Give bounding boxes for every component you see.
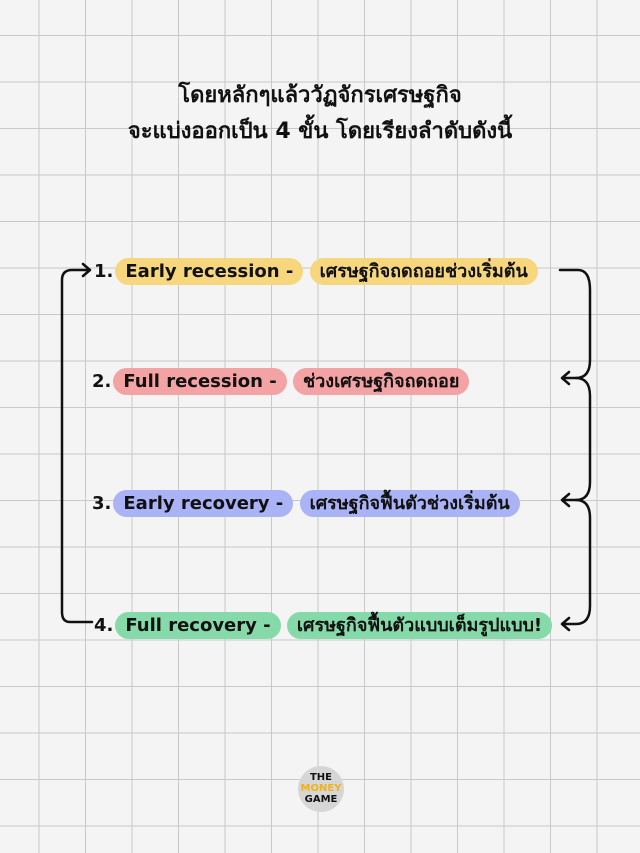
title-line-1: โดยหลักๆแล้ววัฏจักรเศรษฐกิจ (178, 83, 462, 108)
step-label-th: เศรษฐกิจฟื้นตัวแบบเต็มรูปแบบ! (286, 612, 553, 639)
step-label-en: Full recovery - (115, 612, 281, 639)
step-label-th: ช่วงเศรษฐกิจถดถอย (292, 368, 470, 395)
title-line-2: จะแบ่งออกเป็น 4 ขั้น โดยเรียงลำดับดังนี้ (127, 119, 513, 144)
the-money-game-logo: THE MONEY GAME (298, 766, 344, 812)
title: โดยหลักๆแล้ววัฏจักรเศรษฐกิจ จะแบ่งออกเป็… (0, 78, 640, 150)
brace-arrow-2 (560, 376, 592, 508)
step-label-en: Full recession - (113, 368, 287, 395)
step-early-recession: 1.Early recession - เศรษฐกิจถดถอยช่วงเริ… (94, 256, 538, 285)
loop-arrow-left (60, 262, 94, 624)
step-label-en: Early recovery - (113, 490, 294, 517)
step-label-th: เศรษฐกิจฟื้นตัวช่วงเริ่มต้น (299, 490, 520, 517)
brace-arrow-3 (560, 498, 592, 632)
step-label-en: Early recession - (115, 258, 304, 285)
brace-arrow-1 (558, 268, 592, 386)
step-full-recovery: 4.Full recovery - เศรษฐกิจฟื้นตัวแบบเต็ม… (94, 610, 553, 639)
step-full-recession: 2.Full recession - ช่วงเศรษฐกิจถดถอย (92, 366, 470, 395)
step-label-th: เศรษฐกิจถดถอยช่วงเริ่มต้น (309, 258, 538, 285)
step-early-recovery: 3.Early recovery - เศรษฐกิจฟื้นตัวช่วงเร… (92, 488, 520, 517)
